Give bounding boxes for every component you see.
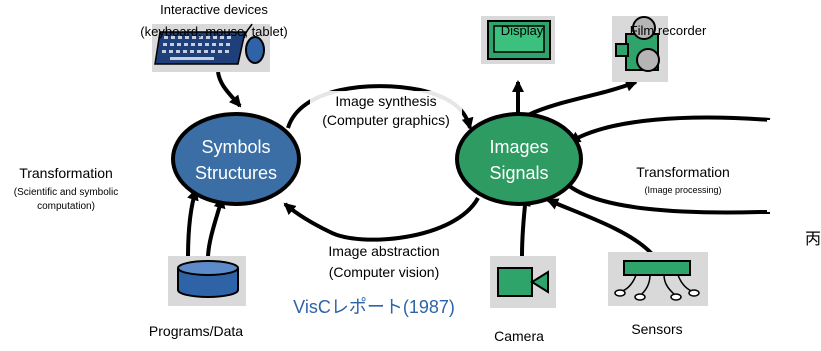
image-processing-loop xyxy=(568,115,771,215)
citation-label: VisCレポート(1987) xyxy=(293,297,455,317)
camera-label: Camera xyxy=(494,328,544,344)
image-abstraction-arc xyxy=(283,196,480,242)
display-label: Display xyxy=(501,23,544,38)
programs-arrow-1 xyxy=(186,188,199,259)
images-signals-node: Images Signals xyxy=(455,112,583,206)
interactive-devices-label: Interactive devices xyxy=(160,2,268,17)
database-icon xyxy=(177,260,239,298)
sensors-device: Sensors xyxy=(608,252,708,337)
film-recorder-device: Film recorder xyxy=(612,16,707,82)
edge-glyph: 丙 xyxy=(805,231,821,248)
image-synthesis-title: Image synthesis xyxy=(335,93,436,109)
programs-data-device: Programs/Data xyxy=(149,256,246,339)
transformation-right-sub: (Image processing) xyxy=(644,185,721,195)
symbols-ellipse xyxy=(171,112,301,206)
transformation-left-sub1: (Scientific and symbolic xyxy=(14,187,118,198)
interactive-devices-sublabel: (keyboard, mouse, tablet) xyxy=(140,24,287,39)
symbols-structures-node: Symbols Structures xyxy=(171,112,301,206)
camera-device: Camera xyxy=(490,256,556,344)
programs-arrow-2 xyxy=(206,196,226,259)
structures-label: Structures xyxy=(195,163,277,183)
camera-icon xyxy=(497,267,549,297)
images-label: Images xyxy=(489,137,548,157)
keyboard-icon xyxy=(154,31,246,65)
symbols-label: Symbols xyxy=(201,137,270,157)
film-recorder-icon xyxy=(615,16,660,72)
programs-data-label: Programs/Data xyxy=(149,323,243,339)
display-icon xyxy=(487,20,551,60)
transformation-left-title: Transformation xyxy=(19,165,113,181)
interactive-devices: Interactive devices (keyboard, mouse, ta… xyxy=(140,2,288,72)
image-abstraction-label: Image abstraction (Computer vision) xyxy=(328,243,439,280)
image-synthesis-label: Image synthesis (Computer graphics) xyxy=(310,91,462,131)
film-recorder-arrow xyxy=(527,80,638,117)
image-abstraction-subtitle: (Computer vision) xyxy=(329,264,439,280)
transformation-right-label: Transformation (Image processing) xyxy=(636,164,730,195)
sensors-arrow xyxy=(546,198,654,256)
signals-label: Signals xyxy=(489,163,548,183)
sensors-label: Sensors xyxy=(631,321,682,337)
transformation-left-label: Transformation (Scientific and symbolic … xyxy=(14,165,118,212)
mouse-icon xyxy=(243,23,265,64)
image-synthesis-subtitle: (Computer graphics) xyxy=(322,112,450,128)
transformation-right-title: Transformation xyxy=(636,164,730,180)
sensors-icon xyxy=(614,260,700,301)
transformation-left-sub2: computation) xyxy=(37,201,95,212)
keyboard-arrow xyxy=(216,71,242,108)
display-device: Display xyxy=(481,16,555,64)
image-abstraction-title: Image abstraction xyxy=(328,243,439,259)
images-ellipse xyxy=(455,112,583,206)
film-recorder-label: Film recorder xyxy=(630,23,707,38)
